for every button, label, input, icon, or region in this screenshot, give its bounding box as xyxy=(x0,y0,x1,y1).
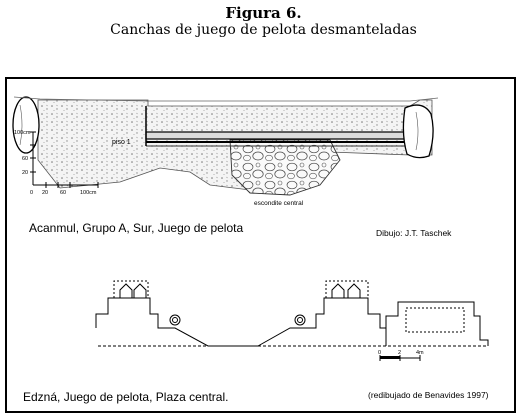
scale-label-0: 0 xyxy=(30,190,33,196)
floor-label: piso 1 xyxy=(112,139,131,146)
acanmul-caption: Acanmul, Grupo A, Sur, Juego de pelota xyxy=(29,221,243,235)
right-ring xyxy=(294,314,306,326)
right-ring-inner xyxy=(297,317,303,323)
left-structure xyxy=(95,297,258,347)
lower-scale-0: 0 xyxy=(378,350,381,356)
figure-title: Figura 6. xyxy=(225,4,302,22)
acanmul-credit: Dibujo: J.T. Taschek xyxy=(376,228,452,238)
scale-label-60-v: 60 xyxy=(22,156,28,162)
scale-label-100cm-v: 100cm xyxy=(14,130,31,136)
left-temple-outline xyxy=(113,280,149,298)
scale-label-20-v: 20 xyxy=(22,170,28,176)
upper-scale: 100cm 60 20 0 20 60 100cm xyxy=(14,130,99,196)
scale-label-100cm-h: 100cm xyxy=(80,190,97,196)
left-ring xyxy=(169,314,181,326)
stone-cache xyxy=(229,139,341,196)
lower-scale: 0 2 4m xyxy=(378,350,424,361)
lower-scale-4m: 4m xyxy=(416,350,424,356)
ground-surface xyxy=(13,96,439,102)
right-structure xyxy=(257,297,386,347)
edzna-credit: (redibujado de Benavides 1997) xyxy=(368,390,489,400)
far-right-building xyxy=(405,307,465,333)
cache-label: escondite central xyxy=(254,200,304,207)
far-right-platform xyxy=(385,301,489,346)
right-temple xyxy=(331,283,361,298)
left-temple xyxy=(119,283,147,298)
scale-label-60-h: 60 xyxy=(60,190,66,196)
floor-layer xyxy=(145,131,409,140)
edzna-profile xyxy=(95,280,489,347)
acanmul-section xyxy=(12,96,439,196)
left-ring-inner xyxy=(172,317,178,323)
right-temple-outline xyxy=(325,280,369,298)
figure-frame xyxy=(5,77,516,413)
lower-scale-2: 2 xyxy=(398,350,401,356)
figure-subtitle: Canchas de juego de pelota desmanteladas xyxy=(110,22,417,38)
edzna-caption: Edzná, Juego de pelota, Plaza central. xyxy=(23,390,228,404)
scale-label-20-h: 20 xyxy=(42,190,48,196)
